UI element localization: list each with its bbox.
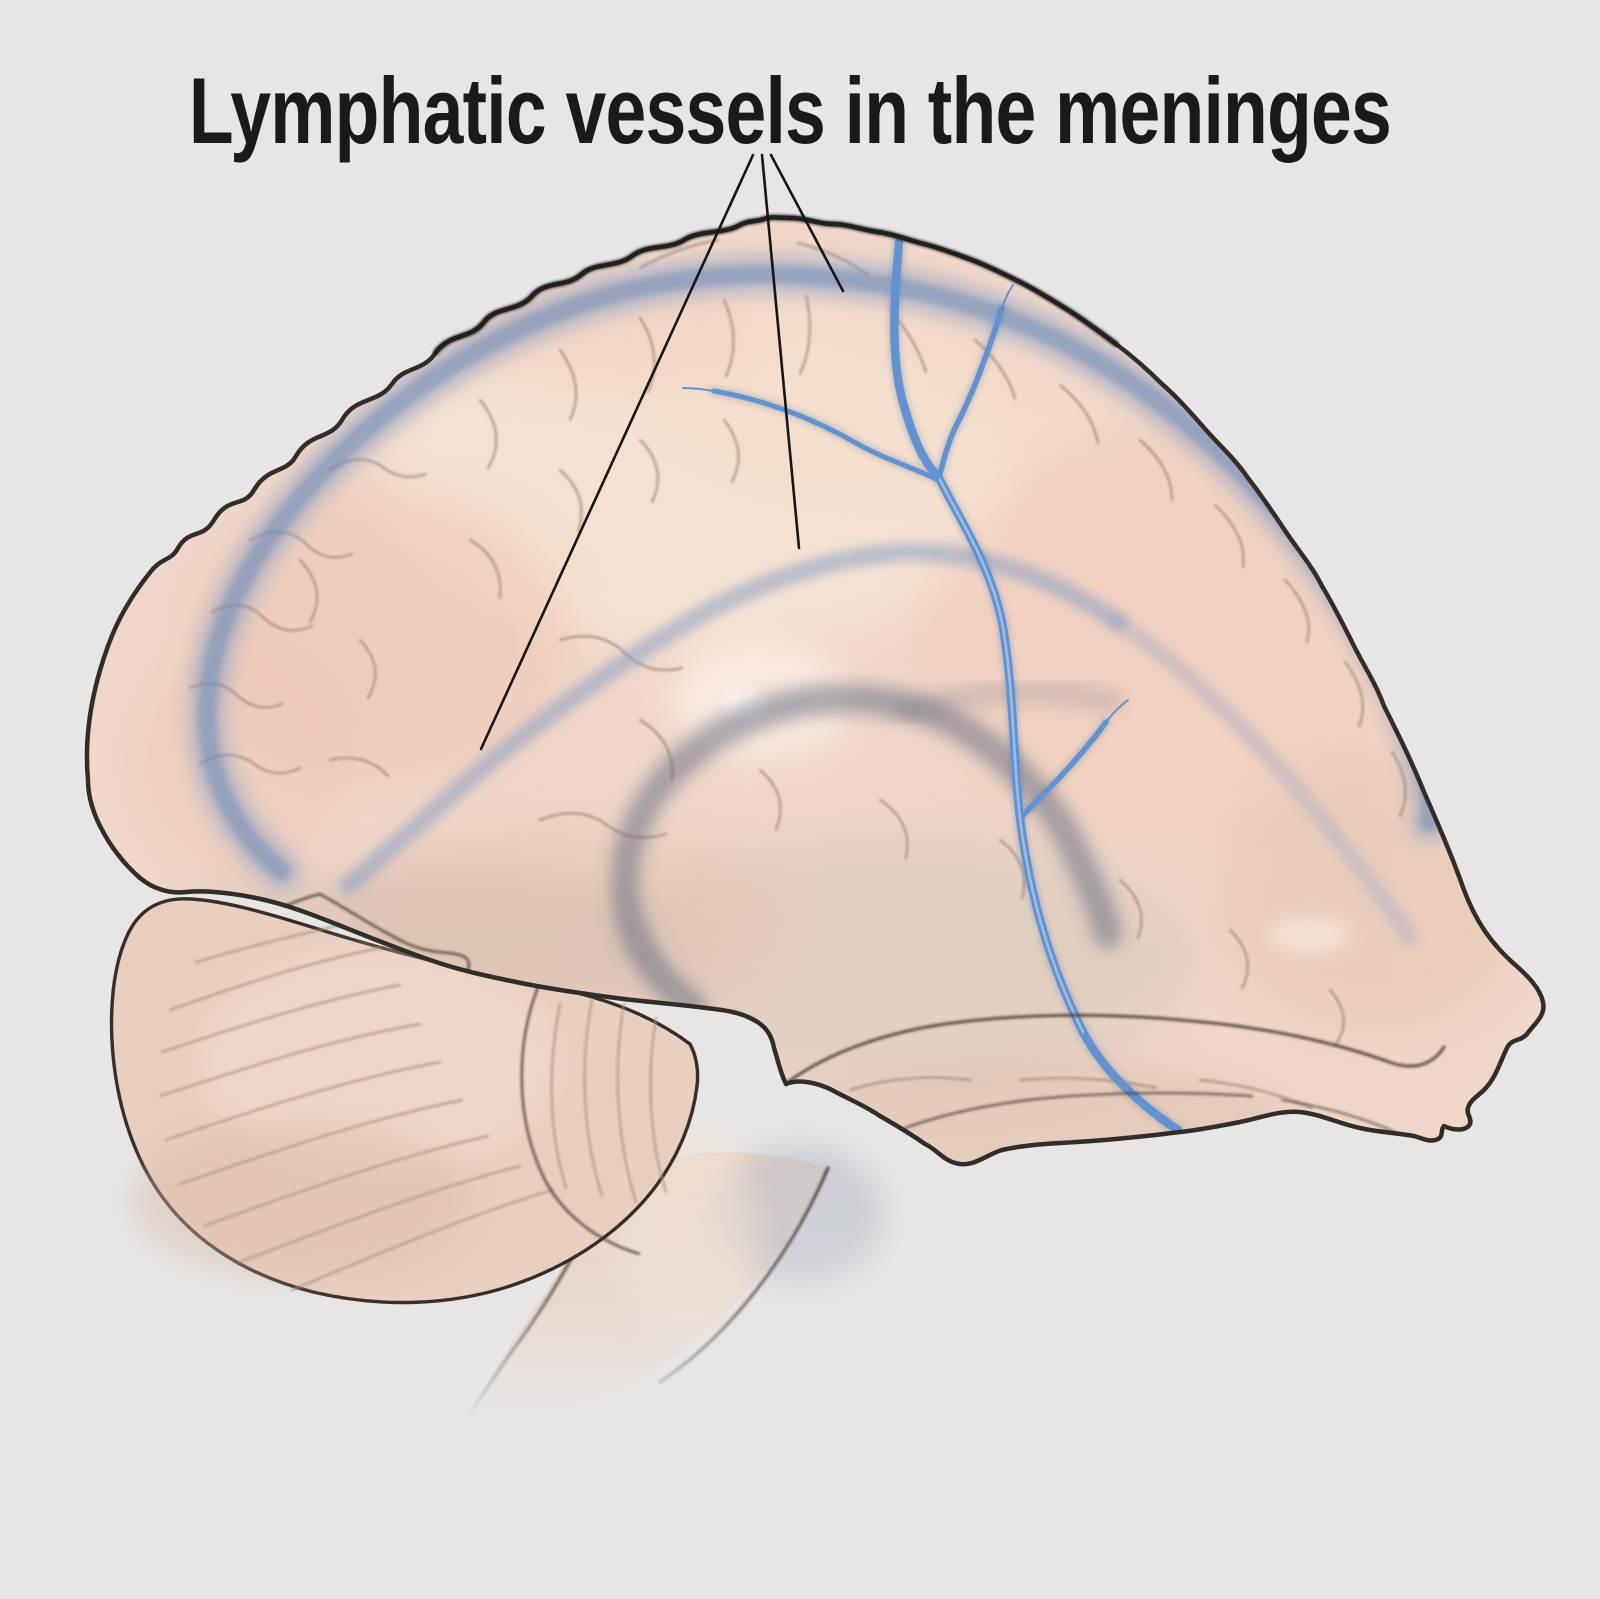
cerebrum-outline-top-emphasis [433, 214, 1119, 355]
cerebellum-striations [158, 914, 668, 1292]
pointer-line-right [769, 153, 845, 293]
figure-title: Lymphatic vessels in the meninges [188, 58, 1392, 163]
pointer-line-left [479, 153, 755, 751]
pointer-line-middle [760, 153, 801, 550]
cerebellum [109, 897, 700, 1305]
sulci-lines [188, 238, 1407, 1110]
meningeal-vein [682, 236, 1184, 1136]
